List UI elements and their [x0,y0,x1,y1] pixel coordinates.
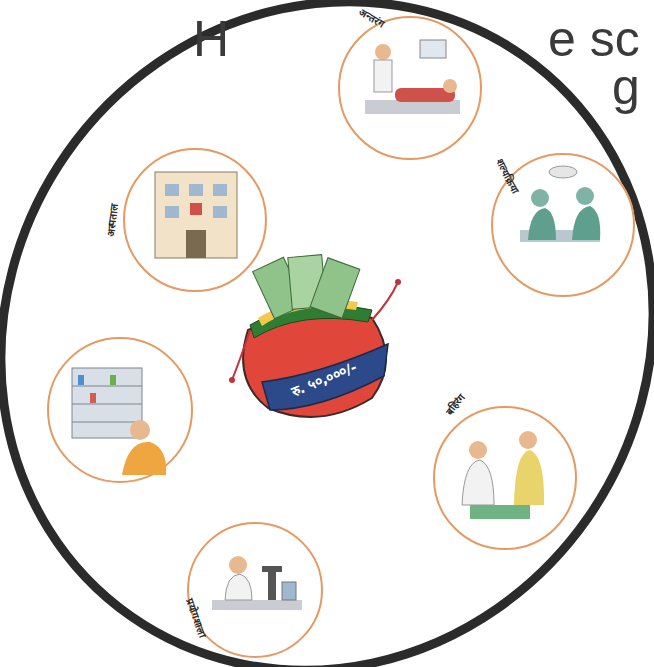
bag-band [262,344,388,410]
bench [212,600,302,610]
doctor-body [374,60,392,92]
window [213,206,227,218]
window [189,184,203,196]
service-label: शल्यक्रिया [493,156,523,196]
person-head [130,420,150,440]
surgeon-head [576,187,594,205]
microscope [268,570,276,600]
title-fragment: g [612,62,640,112]
service-circle: बहिरंग [433,406,577,550]
bottle [110,375,116,385]
title-fragment: e sc [548,14,640,64]
string-tip [395,279,401,285]
doctor-body [462,460,494,505]
title-fragment: H [193,14,229,64]
window [213,184,227,196]
couch [470,505,530,519]
service-label: अन्तरंग [356,5,387,31]
bottle [78,375,84,385]
bed [365,100,460,114]
service-circle: प्रयोगशाला [187,522,323,658]
amount-text: रु. ५०,०००/- [288,356,360,400]
surgeon-body [572,206,600,240]
money-bag [229,255,401,417]
banknote [310,258,360,318]
pharmacy-picture [48,338,192,482]
person-body [225,574,252,600]
lamp [549,166,577,178]
string [372,282,398,320]
surgery-picture [491,153,635,297]
service-circle: अस्पताल [123,148,267,292]
circle-fill [433,406,577,550]
bottle [90,393,96,403]
patient-head [519,431,537,449]
person-body [122,442,166,475]
circle-fill [187,522,323,658]
string [232,330,250,380]
circle-fill [491,153,635,297]
hospital-picture [123,148,267,292]
monitor [282,582,296,600]
inpatient-picture [338,16,482,160]
service-circle: शल्यक्रिया [491,153,635,297]
person-head [229,556,247,574]
doctor-head [469,441,487,459]
lab-picture [187,522,323,658]
surgeon-head [531,189,549,207]
pharmacy-circle [48,338,192,482]
service-label: प्रयोगशाला [182,596,209,639]
circle-fill [123,148,267,292]
surgeon-body [528,208,556,240]
door [186,230,206,258]
bag-band-label: रु. ५०,०००/- [282,352,367,404]
shelf-line [72,404,142,405]
shelf-line [72,422,142,423]
doctor-head [375,44,391,60]
string-tip [229,377,235,383]
service-label: अस्पताल [103,202,122,238]
patient-body [514,450,544,505]
circle-fill [338,16,482,160]
service-circle: अन्तरंग [338,16,482,160]
microscope-top [262,566,282,572]
service-label: बहिरंग [442,390,468,418]
shelf-line [72,386,142,387]
window [165,206,179,218]
window [165,184,179,196]
building [155,172,237,258]
patient-head [443,79,457,93]
cross-sign [190,203,202,215]
outpatient-picture [433,406,577,550]
window [420,40,446,58]
